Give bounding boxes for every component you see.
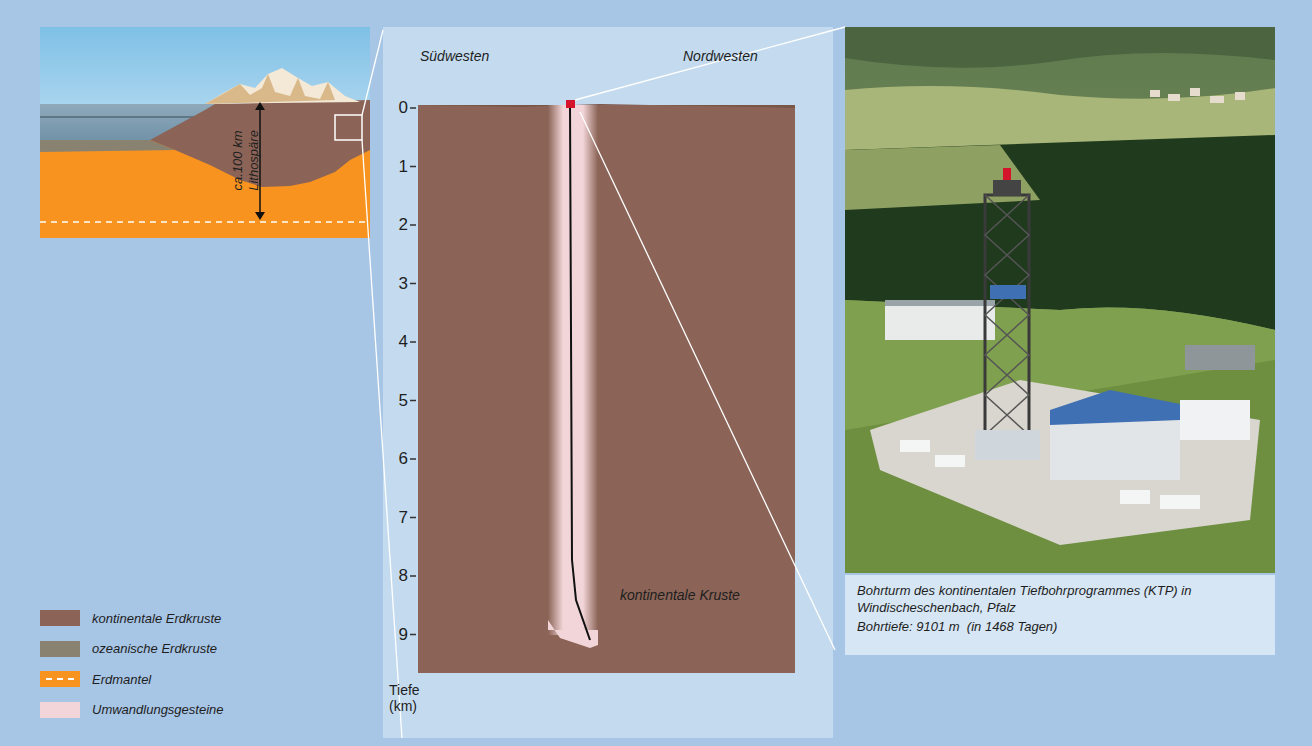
legend-text: ozeanische Erdkruste [92, 641, 217, 656]
depth-number: 4 [399, 332, 408, 352]
shape [885, 300, 995, 306]
shape [845, 27, 1275, 573]
shape [975, 430, 1040, 460]
shape [205, 74, 335, 104]
shape [885, 305, 995, 340]
shape [570, 105, 590, 640]
shape [362, 140, 402, 738]
shape [410, 283, 416, 285]
shape [410, 224, 416, 226]
legend-swatch [40, 671, 80, 687]
shape [845, 27, 1275, 68]
shape [205, 68, 360, 104]
shape [418, 104, 795, 108]
caption-text: Bohrturm des kontinentalen Tiefbohrprogr… [857, 583, 1265, 617]
depth-number: 5 [399, 391, 408, 411]
legend-text: kontinentale Erdkruste [92, 611, 221, 626]
shape [1185, 345, 1255, 370]
shape [985, 195, 1029, 445]
shape [985, 195, 1029, 435]
depth-number: 6 [399, 449, 408, 469]
legend-text: Umwandlungsgesteine [92, 702, 224, 717]
shape [1160, 495, 1200, 509]
drill-tower-photo [845, 27, 1275, 573]
shape [1150, 88, 1245, 103]
leader-lines [362, 27, 845, 738]
shape [900, 440, 930, 452]
shape [993, 180, 1021, 196]
shape [383, 27, 833, 738]
shape [40, 27, 370, 238]
shape [410, 517, 416, 519]
direction-label: Südwesten [420, 48, 489, 64]
depth-number: 8 [399, 566, 408, 586]
shape [40, 221, 370, 223]
shape [255, 212, 265, 220]
caption-text: Bohrtiefe: 9101 m (in 1468 Tagen) [857, 619, 1265, 636]
shape [40, 117, 215, 118]
shape [575, 27, 845, 100]
direction-label: Nordwesten [683, 48, 758, 64]
axis-title: Tiefe (km) [389, 682, 433, 714]
shape [362, 30, 383, 115]
shape [410, 634, 416, 636]
shape [410, 166, 416, 168]
shape [410, 400, 416, 402]
shape [1210, 96, 1224, 103]
shape [566, 100, 575, 108]
shape [845, 135, 1275, 330]
shape [845, 145, 1040, 210]
shape [900, 440, 1200, 509]
depth-number: 0 [399, 98, 408, 118]
depth-number: 7 [399, 508, 408, 528]
shape [1168, 94, 1180, 101]
legend-swatch [40, 641, 80, 657]
depth-number: 2 [399, 215, 408, 235]
shape [1050, 390, 1185, 425]
region-label: Lithospäre [247, 130, 262, 191]
shape [845, 300, 1275, 573]
legend-text: Erdmantel [92, 672, 151, 687]
shape [410, 107, 416, 109]
shape [418, 105, 795, 673]
depth-number: 3 [399, 274, 408, 294]
shape [1180, 400, 1250, 440]
shape [1003, 168, 1011, 180]
legend-swatch [40, 702, 80, 718]
shape [548, 620, 598, 648]
shape [548, 105, 598, 635]
shape [935, 455, 965, 467]
region-label: kontinentale Kruste [620, 587, 740, 603]
dimension-label: ca.100 km [231, 130, 246, 190]
shape [1190, 88, 1200, 96]
depth-number: 1 [399, 157, 408, 177]
legend-dash [46, 678, 74, 680]
caption-box: Bohrturm des kontinentalen Tiefbohrprogr… [845, 575, 1275, 655]
shape [410, 341, 416, 343]
legend-swatch [40, 610, 80, 626]
shape [845, 360, 1275, 573]
shape [255, 102, 265, 110]
depth-number: 9 [399, 625, 408, 645]
lithosphere-inset [40, 27, 370, 238]
shape [335, 115, 362, 140]
shape [1235, 92, 1245, 100]
shape [410, 108, 416, 635]
shape [990, 285, 1026, 299]
shape [410, 458, 416, 460]
borehole-section [383, 27, 833, 738]
shape [1120, 490, 1150, 504]
shape [580, 112, 835, 650]
shape [1150, 90, 1160, 97]
shape [410, 575, 416, 577]
shape [870, 380, 1260, 545]
